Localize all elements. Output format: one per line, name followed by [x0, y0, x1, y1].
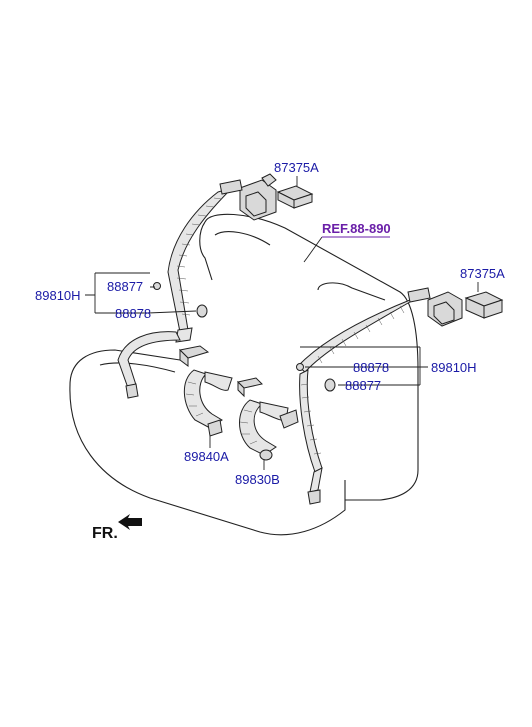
label-89840a: 89840A [184, 449, 229, 464]
front-direction-arrow [118, 514, 142, 530]
right-bolt-88877 [324, 378, 336, 392]
label-88877-left: 88877 [107, 279, 143, 294]
left-shoulder-belt [117, 186, 234, 399]
reference-label: REF.88-890 [322, 221, 391, 236]
label-87375a-left: 87375A [274, 160, 319, 175]
left-bolt-88877 [153, 282, 161, 290]
label-89810h-left: 89810H [35, 288, 81, 303]
label-88877-right: 88877 [345, 378, 381, 393]
front-label: FR. [92, 525, 118, 542]
right-cap-88878 [296, 363, 304, 371]
buckle-89830b [237, 377, 299, 461]
left-retractor [219, 173, 277, 221]
label-88878-left: 88878 [115, 306, 151, 321]
rear-seat-cushion [69, 349, 346, 536]
buckle-89840a [178, 345, 233, 437]
label-89810h-right: 89810H [431, 360, 477, 375]
leader-lines [85, 176, 479, 470]
right-cover-87375a [464, 291, 504, 319]
left-cap-88878 [196, 304, 208, 318]
label-88878-right: 88878 [353, 360, 389, 375]
right-retractor [407, 287, 463, 327]
label-87375a-right: 87375A [460, 266, 505, 281]
label-89830b: 89830B [235, 472, 280, 487]
rear-seat-back [199, 213, 419, 501]
left-cover-87375a [276, 185, 314, 209]
right-shoulder-belt [297, 295, 421, 505]
